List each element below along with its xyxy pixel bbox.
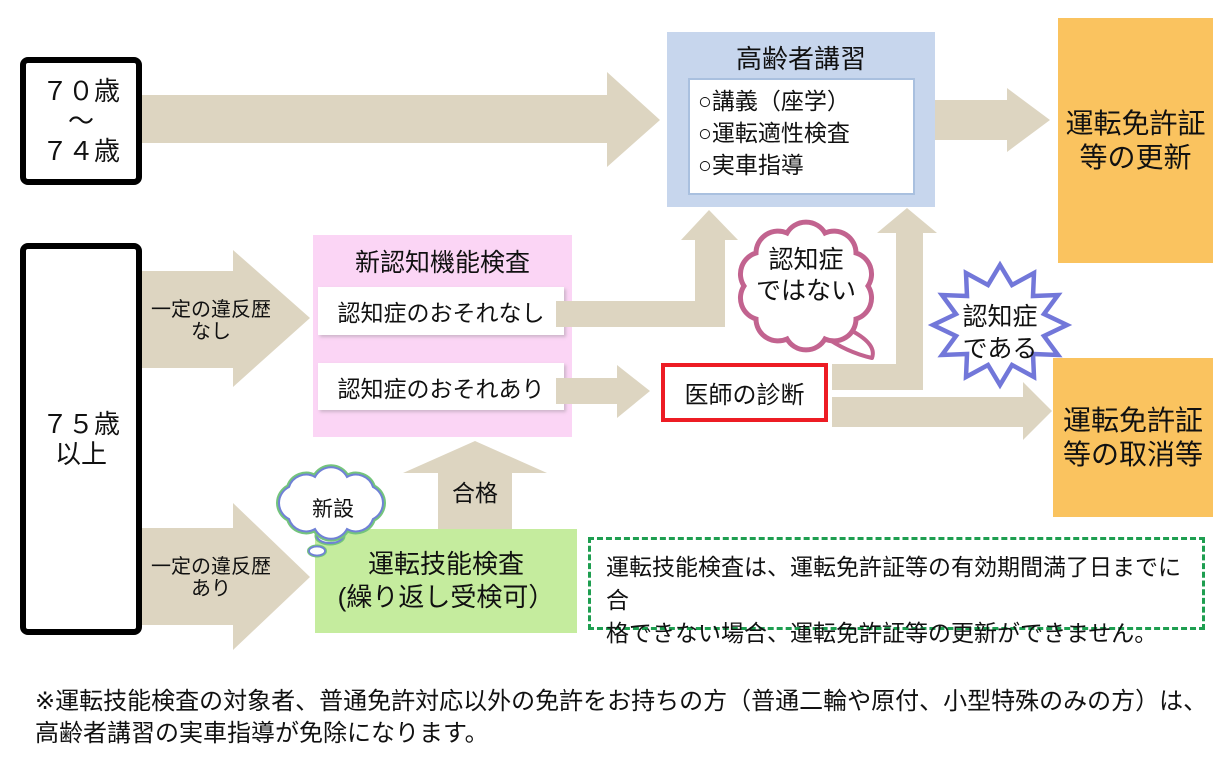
doctor-diagnosis-box: 医師の診断	[661, 363, 828, 422]
elderly-course-box: 高齢者講習 ○講義（座学） ○運転適性検査 ○実車指導	[667, 32, 935, 207]
age70-line: ７４歳	[41, 136, 120, 166]
cloud-tail-icon	[822, 324, 875, 360]
footnote-line: 高齢者講習の実車指導が免除になります。	[35, 720, 489, 747]
cognitive-test-box: 新認知機能検査 認知症のおそれなし 認知症のおそれあり	[313, 235, 572, 437]
note-line: 運転技能検査は、運転免許証等の有効期間満了日までに合	[606, 554, 1181, 613]
revocation-line: 等の取消等	[1062, 438, 1203, 470]
footnote-line: ※運転技能検査の対象者、普通免許対応以外の免許をお持ちの方（普通二輪や原付、小型…	[35, 688, 1208, 715]
elderly-course-contents: ○講義（座学） ○運転適性検査 ○実車指導	[688, 78, 915, 195]
box-age-75-plus: ７５歳 以上	[20, 243, 142, 635]
course-item-aptitude: ○運転適性検査	[698, 120, 850, 146]
renewal-line: 運転免許証	[1065, 107, 1206, 139]
arrow-doctor-to-revocation	[832, 382, 1052, 440]
arrow-norisk-to-course	[556, 210, 738, 327]
age70-tilde: ～	[67, 106, 94, 136]
age75-line: 以上	[54, 439, 107, 469]
license-renewal-box: 運転免許証 等の更新	[1058, 18, 1213, 263]
license-revocation-box: 運転免許証 等の取消等	[1053, 358, 1213, 517]
cognitive-test-title: 新認知機能検査	[354, 249, 530, 277]
footnote: ※運転技能検査の対象者、普通免許対応以外の免許をお持ちの方（普通二輪や原付、小型…	[35, 686, 1210, 750]
arrow-course-to-renewal	[935, 88, 1050, 152]
skill-test-note-box: 運転技能検査は、運転免許証等の有効期間満了日までに合 格できない場合、運転免許証…	[588, 537, 1205, 646]
bubble-new-text: 新設	[312, 498, 354, 521]
label-pass: 合格	[452, 480, 498, 506]
label-violation: 一定の違反歴 あり	[151, 556, 271, 600]
course-item-driving: ○実車指導	[698, 152, 804, 178]
renewal-line: 等の更新	[1079, 141, 1192, 173]
elderly-course-title: 高齢者講習	[735, 44, 866, 74]
age75-line: ７５歳	[41, 409, 120, 439]
result-dementia-risk: 認知症のおそれあり	[318, 363, 564, 410]
bubble-is-dementia-text: 認知症 である	[962, 303, 1038, 363]
age70-line: ７０歳	[41, 76, 120, 106]
skill-test-box: 運転技能検査 (繰り返し受検可）	[315, 529, 577, 633]
arrow-age70-to-course	[142, 72, 660, 167]
result-no-dementia-risk: 認知症のおそれなし	[318, 287, 564, 335]
label-no-violation: 一定の違反歴 なし	[151, 299, 271, 343]
note-line: 格できない場合、運転免許証等の更新ができません。	[606, 620, 1158, 646]
bubble-not-dementia-text: 認知症 ではない	[755, 246, 856, 305]
skill-test-line: 運転技能検査	[367, 549, 524, 579]
revocation-line: 運転免許証	[1062, 404, 1203, 436]
skill-test-line: (繰り返し受検可）	[337, 582, 555, 612]
course-item-lecture: ○講義（座学）	[698, 88, 850, 114]
box-age-70-74: ７０歳 ～ ７４歳	[20, 57, 142, 185]
